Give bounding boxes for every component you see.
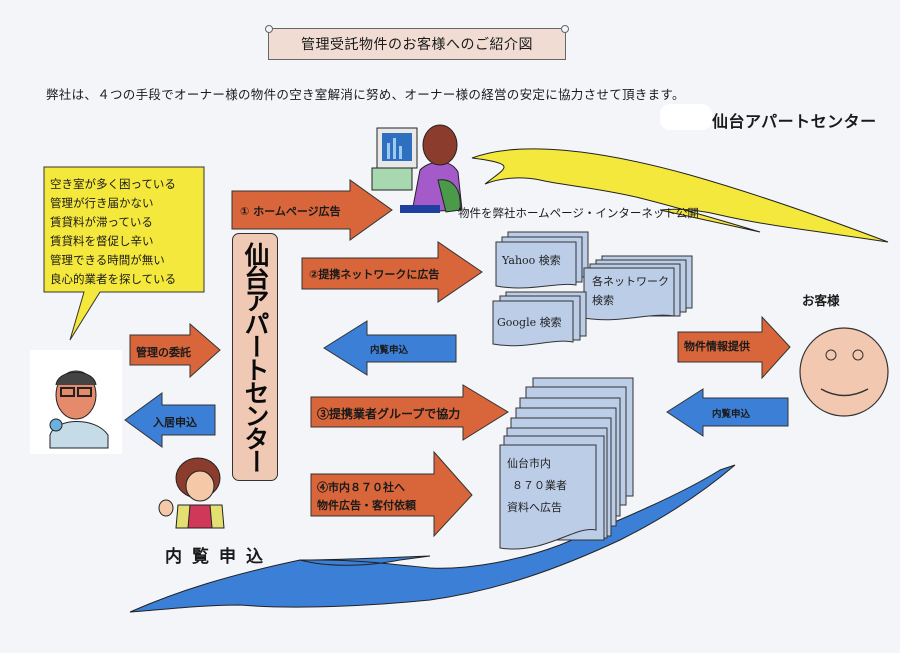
intro-text: 弊社は、４つの手段でオーナー様の物件の空き室解消に努め、オーナー様の経営の安定に… <box>46 87 685 102</box>
page-title: 管理受託物件のお客様へのご紹介図 <box>265 25 569 60</box>
partner-doc-line2: ８７０業者 <box>512 479 567 492</box>
google-search-doc: Google 検索 <box>497 316 562 329</box>
company-vertical-banner: 仙台アパートセンター <box>232 233 278 481</box>
partner-doc-line3: 資料へ広告 <box>507 501 562 514</box>
info-provision-label: 物件情報提供 <box>684 340 750 353</box>
customer-label: お客様 <box>802 293 840 308</box>
yahoo-doc-stack <box>495 231 589 289</box>
customer-face <box>799 327 889 417</box>
local-ad-label-line2: 物件広告・客付依頼 <box>317 499 416 512</box>
concern-item: 賃貸料が滞っている <box>50 215 153 229</box>
homepage-publish-caption: 物件を弊社ホームページ・インターネット公開 <box>458 206 699 220</box>
local-ad-label-line1: ④市内８７０社へ <box>317 481 405 494</box>
viewing-arrow-center-shape <box>323 320 457 376</box>
local-arrow-shape <box>310 450 473 538</box>
network-doc-stack <box>583 255 693 321</box>
move-in-arrow-shape <box>124 392 216 448</box>
homepage-arrow-shape <box>231 179 393 241</box>
network-search-doc-line2: 検索 <box>592 294 614 307</box>
viewing-request-right-label: 内覧申込 <box>712 409 751 420</box>
company-name-header: 仙台アパートセンター <box>712 112 877 131</box>
viewing-request-large-label: 内覧申込 <box>165 547 273 567</box>
network-ad-label: ②提携ネットワークに広告 <box>309 268 440 281</box>
redacted-area <box>660 104 712 130</box>
partner-group-label: ③提携業者グループで協力 <box>317 407 461 421</box>
viewing-arrow-right-shape <box>666 388 789 437</box>
partner-doc-line1: 仙台市内 <box>507 457 551 470</box>
concerns-speech-bubble <box>43 166 205 341</box>
management-entrust-label: 管理の委託 <box>136 346 191 359</box>
info-arrow-shape <box>677 315 791 380</box>
concern-item: 管理が行き届かない <box>50 196 154 210</box>
network-arrow-shape <box>301 241 483 303</box>
owner-concerns-list: 空き室が多く困っている 管理が行き届かない 賃貸料が滞っている 賃貸料を督促し辛… <box>50 175 176 289</box>
company-vertical-name: 仙台アパートセンター <box>241 242 270 472</box>
concern-item: 賃貸料を督促し辛い <box>50 234 154 248</box>
yellow-swoosh-arrow <box>471 148 889 243</box>
computer-operator-illustration <box>371 124 463 213</box>
concern-item: 空き室が多く困っている <box>50 177 176 191</box>
move-in-application-label: 入居申込 <box>153 416 197 429</box>
concern-item: 管理できる時間が無い <box>50 253 165 267</box>
blue-swoosh-arrow <box>129 464 736 613</box>
concern-item: 良心的業者を探している <box>50 272 177 286</box>
waving-woman-illustration <box>158 457 225 529</box>
homepage-ad-label: ① ホームページ広告 <box>240 205 341 218</box>
viewing-request-center-label: 内覧申込 <box>370 345 409 356</box>
partner-doc-stack <box>499 377 634 550</box>
entrust-arrow-shape <box>129 322 221 379</box>
yahoo-search-doc: Yahoo 検索 <box>502 254 561 267</box>
network-search-doc-line1: 各ネットワーク <box>592 275 669 288</box>
partner-arrow-shape <box>310 384 509 441</box>
owner-illustration <box>30 350 122 454</box>
google-doc-stack <box>492 291 587 347</box>
